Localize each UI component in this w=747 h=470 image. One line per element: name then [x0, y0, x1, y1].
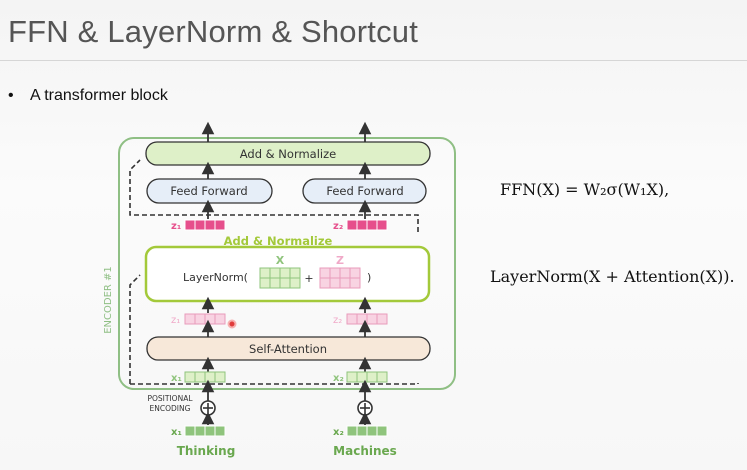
layernorm-z-label: Z — [336, 254, 344, 267]
self-attention-box — [146, 336, 431, 361]
layernorm-plus: + — [304, 272, 313, 285]
add-normalize-mid-label: Add & Normalize — [224, 234, 333, 248]
x1-input-vector — [184, 425, 226, 437]
z1-lower-vector — [184, 313, 226, 325]
layernorm-x-matrix — [259, 267, 301, 289]
x1-encoder-label: x₁ — [171, 373, 182, 384]
positional-add-icon-right — [357, 400, 373, 416]
x2-encoder-label: x₂ — [333, 373, 344, 384]
word-machines: Machines — [333, 444, 397, 458]
z2-top-label: z₂ — [333, 221, 343, 232]
title-divider — [0, 60, 747, 61]
word-thinking: Thinking — [177, 444, 236, 458]
bullet-dot: • — [8, 87, 14, 104]
z2-top-vector — [346, 219, 388, 231]
positional-encoding-line1: POSITIONAL — [147, 394, 193, 403]
layernorm-x-label: X — [276, 254, 285, 267]
pointer-dot — [227, 319, 237, 329]
residual-dashed-top — [129, 159, 419, 232]
add-normalize-top-box — [145, 141, 431, 166]
layernorm-formula: LayerNorm(X + Attention(X)). — [490, 267, 735, 286]
add-normalize-top-label: Add & Normalize — [240, 147, 336, 161]
x2-encoder-vector — [346, 371, 388, 383]
x1-encoder-vector — [184, 371, 226, 383]
self-attention-label: Self-Attention — [249, 342, 327, 356]
z1-top-vector — [184, 219, 226, 231]
slide-title: FFN & LayerNorm & Shortcut — [8, 14, 419, 49]
z1-top-label: z₁ — [171, 221, 181, 232]
positional-encoding-line2: ENCODING — [150, 404, 191, 413]
feed-forward-left-label: Feed Forward — [170, 184, 247, 198]
feed-forward-right-label: Feed Forward — [326, 184, 403, 198]
positional-add-icon-left — [200, 400, 216, 416]
bullet-text: A transformer block — [30, 87, 168, 104]
z1-lower-label: z₁ — [171, 315, 180, 326]
bullet-item: • A transformer block — [8, 87, 168, 105]
encoder-frame — [118, 137, 456, 390]
layernorm-z-matrix — [319, 267, 361, 289]
z2-lower-vector — [346, 313, 388, 325]
layernorm-prefix: LayerNorm( — [183, 271, 248, 284]
x2-input-label: x₂ — [333, 427, 344, 438]
x2-input-vector — [346, 425, 388, 437]
ffn-formula: FFN(X) = W₂σ(W₁X), — [500, 180, 670, 199]
x1-input-label: x₁ — [171, 427, 182, 438]
layernorm-suffix: ) — [367, 271, 371, 284]
z2-lower-label: z₂ — [333, 315, 342, 326]
encoder-label: ENCODER #1 — [103, 266, 114, 334]
